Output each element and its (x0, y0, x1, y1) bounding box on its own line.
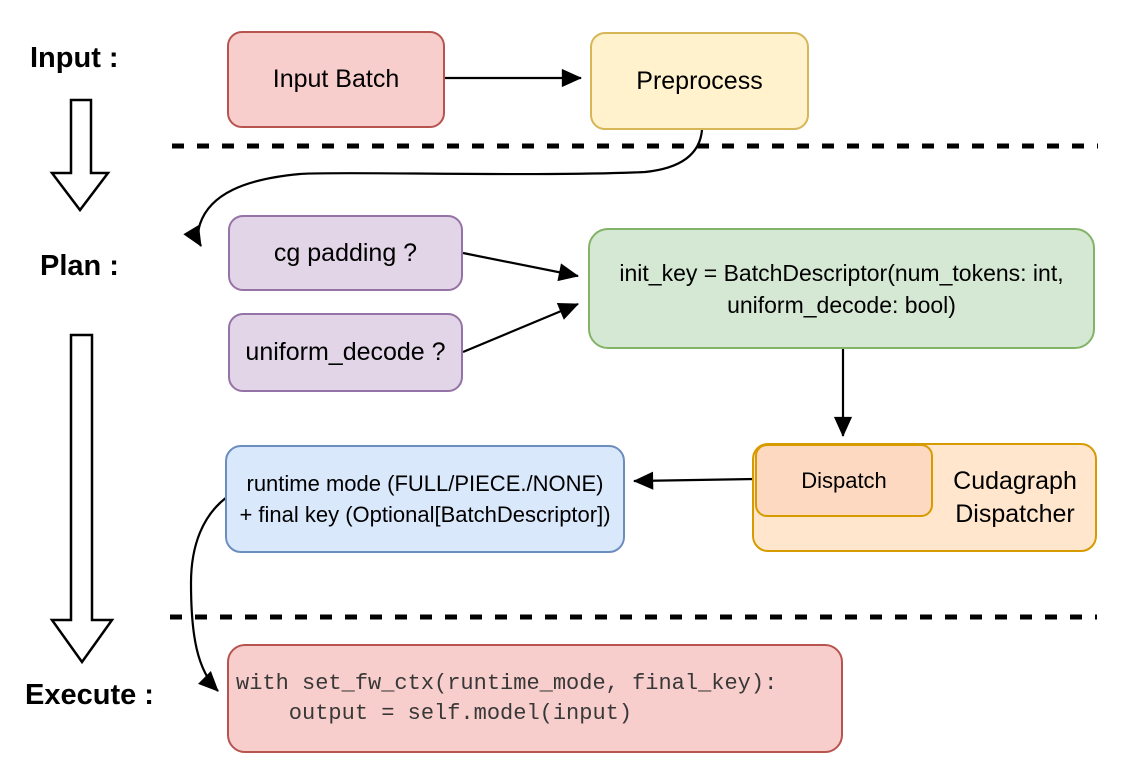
node-cg-padding-label: cg padding ? (273, 238, 418, 267)
stage-label-input: Input : (30, 42, 119, 74)
node-runtime-mode-line1: runtime mode (FULL/PIECE./NONE) (246, 471, 604, 496)
node-runtime-mode: runtime mode (FULL/PIECE./NONE) + final … (225, 445, 625, 553)
edge-cgpadding-to-initkey (462, 251, 579, 282)
node-cudagraph-dispatcher-label: Cudagraph Dispatcher (933, 465, 1097, 531)
down-arrow-input-to-plan (49, 98, 111, 213)
execute-code-line1: with set_fw_ctx(runtime_mode, final_key)… (236, 670, 778, 696)
execute-code-line2: output = self.model(input) (236, 700, 633, 726)
node-uniform-decode: uniform_decode ? (228, 313, 463, 392)
node-runtime-mode-line2: + final key (Optional[BatchDescriptor]) (239, 502, 611, 527)
stage-label-plan: Plan : (40, 250, 119, 282)
cudagraph-label-line1: Cudagraph (953, 467, 1077, 495)
node-uniform-decode-label: uniform_decode ? (245, 338, 446, 366)
down-arrow-plan-to-execute (49, 333, 115, 665)
node-init-key-line2: uniform_decode: bool) (727, 291, 956, 318)
node-preprocess-label: Preprocess (636, 66, 763, 95)
node-init-key: init_key = BatchDescriptor(num_tokens: i… (588, 228, 1095, 349)
node-cg-padding: cg padding ? (228, 215, 463, 291)
node-init-key-line1: init_key = BatchDescriptor(num_tokens: i… (619, 259, 1064, 286)
node-input-batch-label: Input Batch (272, 65, 400, 93)
node-dispatch-label: Dispatch (801, 467, 887, 493)
edge-uniformdecode-to-initkey (462, 302, 579, 354)
node-dispatch: Dispatch (755, 444, 933, 517)
edge-runtimemode-to-executecode (189, 496, 228, 692)
stage-label-execute: Execute : (25, 679, 154, 711)
node-execute-code: with set_fw_ctx(runtime_mode, final_key)… (227, 644, 843, 753)
node-preprocess: Preprocess (590, 32, 809, 130)
edge-dispatch-to-runtimemode (632, 471, 756, 490)
node-input-batch: Input Batch (227, 31, 445, 128)
cudagraph-label-line2: Dispatcher (955, 500, 1075, 528)
